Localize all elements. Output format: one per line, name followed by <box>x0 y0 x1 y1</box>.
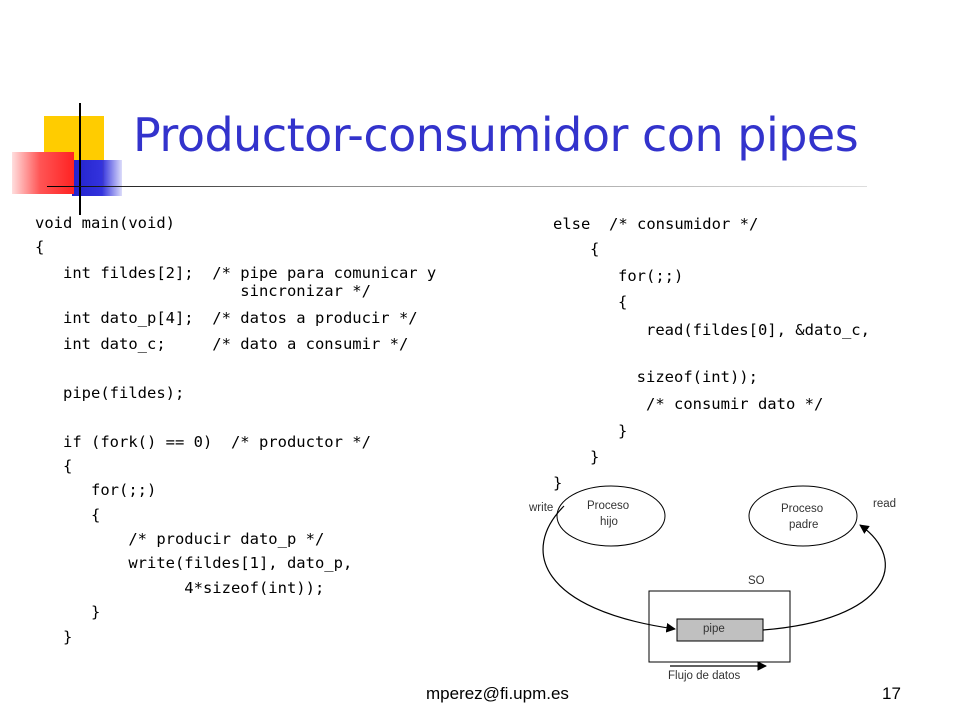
os-label: SO <box>748 575 765 587</box>
code-line: write(fildes[1], dato_p, <box>35 554 353 572</box>
code-line: int fildes[2]; /* pipe para comunicar y <box>35 264 437 282</box>
code-line: for(;;) <box>562 267 684 285</box>
code-line: } <box>35 603 101 621</box>
parent-process-label: Proceso <box>781 503 824 515</box>
code-line: for(;;) <box>35 481 157 499</box>
read-arrow <box>762 524 886 631</box>
code-line: int dato_c; /* dato a consumir */ <box>35 335 409 353</box>
pipe-diagram <box>542 485 886 671</box>
code-line: read(fildes[0], &dato_c, <box>562 321 870 339</box>
code-line: if (fork() == 0) /* productor */ <box>35 433 371 451</box>
child-process-ellipse <box>556 485 666 547</box>
code-line: } <box>562 422 628 440</box>
code-line: { <box>562 240 600 258</box>
code-line: pipe(fildes); <box>35 384 185 402</box>
parent-process-label: padre <box>789 519 819 531</box>
parent-process-ellipse <box>748 485 858 547</box>
code-line: { <box>562 293 628 311</box>
code-line: else /* consumidor */ <box>553 215 759 233</box>
read-label: read <box>873 498 897 510</box>
slide-title: Productor-consumidor con pipes <box>133 108 859 162</box>
code-line: /* producir dato_p */ <box>35 530 325 548</box>
code-line: } <box>562 448 600 466</box>
code-line: { <box>35 506 101 524</box>
write-arrow <box>542 505 676 633</box>
code-line: } <box>553 474 563 492</box>
footer-email: mperez@fi.upm.es <box>426 684 569 703</box>
code-line: int dato_p[4]; /* datos a producir */ <box>35 309 418 327</box>
write-label: write <box>529 502 554 514</box>
decorative-horizontal-line <box>47 186 867 187</box>
data-flow-label: Flujo de datos <box>668 670 741 682</box>
decorative-red-square <box>12 152 74 194</box>
code-line: sizeof(int)); <box>562 368 758 386</box>
page-number: 17 <box>882 684 901 703</box>
code-line: { <box>35 238 45 256</box>
child-process-label: Proceso <box>587 500 630 512</box>
code-line: 4*sizeof(int)); <box>35 579 325 597</box>
code-line: void main(void) <box>35 214 175 232</box>
code-line: } <box>35 628 73 646</box>
code-line: { <box>35 457 73 475</box>
decorative-vertical-line <box>79 103 81 215</box>
pipe-label: pipe <box>703 623 725 635</box>
code-line: /* consumir dato */ <box>562 395 824 413</box>
code-line: sincronizar */ <box>35 282 371 300</box>
child-process-label: hijo <box>600 516 618 528</box>
